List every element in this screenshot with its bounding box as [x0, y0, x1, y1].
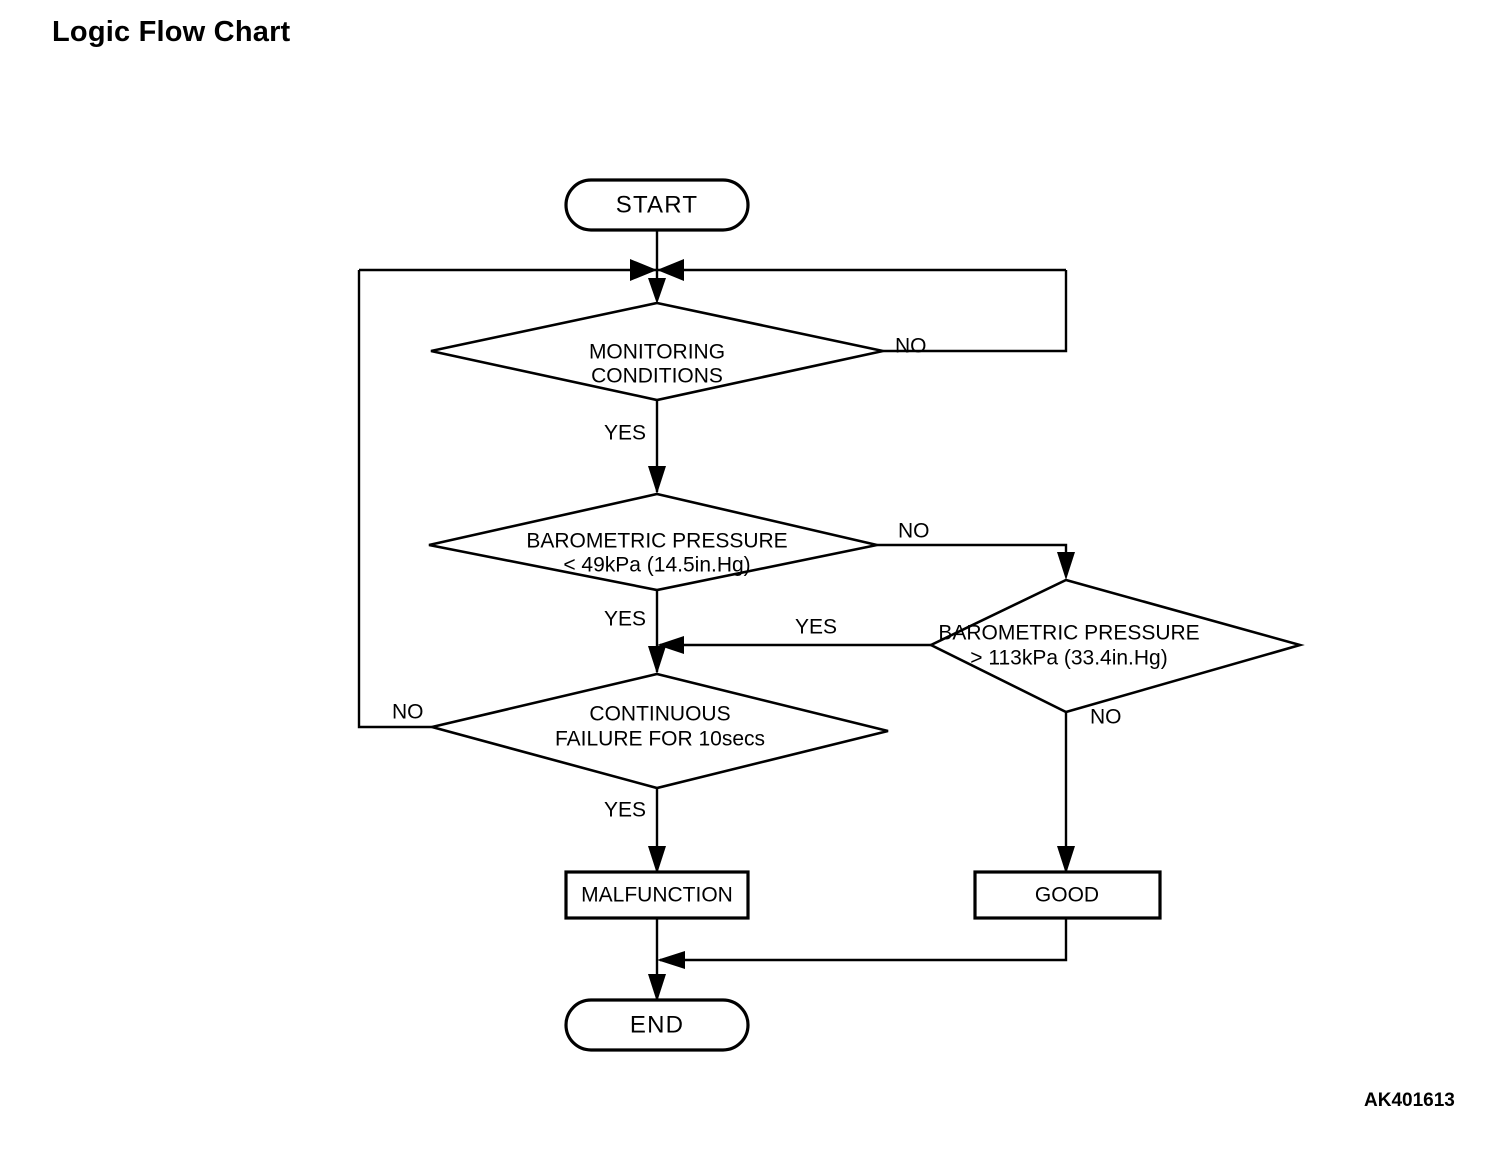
- arrowhead-into-baro-low: [648, 466, 666, 494]
- edge-label-cont-failure-yes: YES: [604, 799, 646, 822]
- good-shape: [973, 870, 1162, 920]
- monitoring-shape: [430, 301, 884, 402]
- arrowhead-into-end: [648, 974, 666, 1002]
- edge-label-baro-high-no: NO: [1090, 706, 1122, 729]
- end-shape: [564, 998, 750, 1052]
- edge-label-monitoring-yes: YES: [604, 422, 646, 445]
- baro-high-shape: [928, 578, 1305, 714]
- node-continuous-failure[interactable]: CONTINUOUS FAILURE FOR 10secs: [431, 672, 889, 790]
- monitoring-label-line1: MONITORING: [589, 341, 725, 364]
- edge-label-monitoring-no: NO: [895, 335, 927, 358]
- figure-code: AK401613: [1364, 1090, 1455, 1111]
- node-barometric-pressure-high[interactable]: BAROMETRIC PRESSURE > 113kPa (33.4in.Hg): [928, 578, 1305, 714]
- arrowhead-good-merge: [657, 951, 685, 969]
- baro-low-label-line1: BAROMETRIC PRESSURE: [526, 530, 787, 553]
- connector-baro-low-no: [877, 543, 1068, 570]
- connector-cont-failure-no-loop: [357, 270, 432, 729]
- arrowhead-into-cont-failure: [648, 646, 666, 674]
- malfunction-shape: [564, 870, 750, 920]
- baro-high-label-line1: BAROMETRIC PRESSURE: [938, 622, 1199, 645]
- baro-low-label-line2: < 49kPa (14.5in.Hg): [563, 554, 750, 577]
- node-barometric-pressure-low[interactable]: BAROMETRIC PRESSURE < 49kPa (14.5in.Hg): [428, 492, 878, 592]
- connector-good-to-end: [660, 918, 1068, 962]
- edge-label-baro-high-yes: YES: [795, 616, 837, 639]
- arrowhead-into-malfunction: [648, 846, 666, 874]
- baro-high-label-line2: > 113kPa (33.4in.Hg): [970, 647, 1167, 670]
- good-label: GOOD: [1035, 884, 1099, 907]
- arrowhead-feedback-right: [657, 259, 684, 281]
- page-title: Logic Flow Chart: [52, 16, 291, 48]
- edge-label-baro-low-no: NO: [898, 520, 930, 543]
- start-shape: [564, 178, 750, 232]
- node-end[interactable]: END: [564, 998, 750, 1052]
- monitoring-label-line2: CONDITIONS: [591, 365, 723, 388]
- edge-label-baro-low-yes: YES: [604, 608, 646, 631]
- start-label: START: [616, 191, 698, 218]
- node-monitoring-conditions[interactable]: MONITORING CONDITIONS: [430, 301, 884, 402]
- arrowhead-into-good: [1057, 846, 1075, 874]
- node-malfunction[interactable]: MALFUNCTION: [564, 870, 750, 920]
- baro-low-shape: [428, 492, 878, 592]
- node-start[interactable]: START: [564, 178, 750, 232]
- cont-failure-shape: [431, 672, 889, 790]
- node-good[interactable]: GOOD: [973, 870, 1162, 920]
- arrowhead-baro-high-yes: [657, 636, 684, 654]
- arrowhead-into-monitoring: [648, 278, 666, 304]
- arrowhead-feedback-left: [630, 259, 657, 281]
- connector-monitoring-no-loop: [883, 270, 1068, 353]
- cont-failure-label-line1: CONTINUOUS: [589, 703, 730, 726]
- arrowhead-into-baro-high: [1057, 552, 1075, 580]
- edge-label-cont-failure-no: NO: [392, 701, 424, 724]
- end-label: END: [630, 1011, 684, 1038]
- cont-failure-label-line2: FAILURE FOR 10secs: [555, 728, 765, 751]
- malfunction-label: MALFUNCTION: [581, 884, 733, 907]
